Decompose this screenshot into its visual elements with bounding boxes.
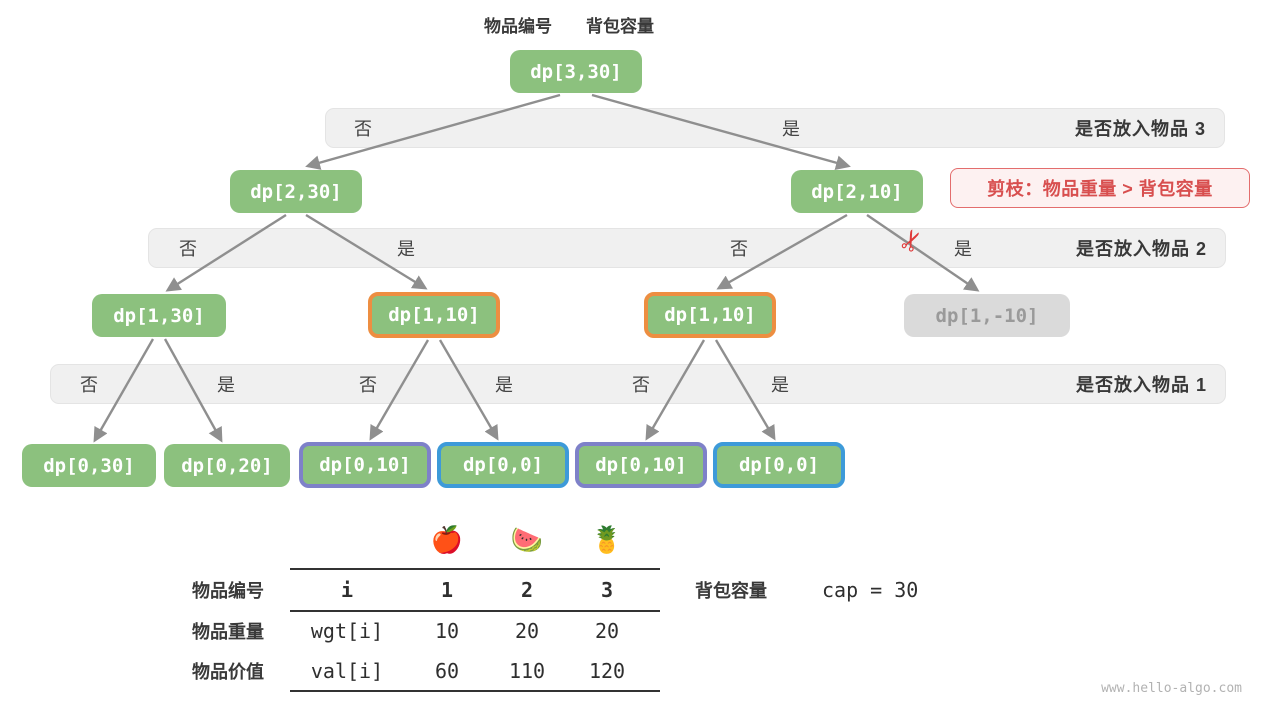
- decision-bar-item-1: 否 是 否 是 否 是 是否放入物品 1: [50, 364, 1226, 404]
- table-rule: [290, 568, 660, 570]
- option-no: 否: [359, 375, 377, 395]
- node-dp-0-20: dp[0,20]: [164, 444, 290, 487]
- node-dp-1-30: dp[1,30]: [92, 294, 226, 337]
- table-cell: 3: [600, 578, 614, 602]
- item-number-label: 物品编号: [484, 17, 552, 36]
- knapsack-capacity-value: cap = 30: [822, 578, 919, 602]
- option-yes: 是: [954, 239, 972, 259]
- node-dp-2-10: dp[2,10]: [791, 170, 923, 213]
- prune-note: 剪枝：物品重量 > 背包容量: [950, 168, 1250, 208]
- table-cell: wgt[i]: [310, 619, 384, 643]
- table-row-label: 物品编号: [192, 581, 264, 601]
- table-cell: val[i]: [310, 659, 384, 683]
- table-cell: 20: [594, 619, 620, 643]
- decision-bar-item-3: 否 是 是否放入物品 3: [325, 108, 1225, 148]
- table-row-label: 物品价值: [192, 662, 264, 682]
- node-dp-0-10-duplicate: dp[0,10]: [299, 442, 431, 488]
- node-dp-0-0-duplicate: dp[0,0]: [713, 442, 845, 488]
- decision-bar-title: 是否放入物品 2: [1075, 239, 1207, 259]
- pineapple-icon: 🍍: [590, 524, 624, 555]
- node-dp-1-10-duplicate: dp[1,10]: [644, 292, 776, 338]
- node-dp-3-30: dp[3,30]: [510, 50, 642, 93]
- option-no: 否: [730, 239, 748, 259]
- table-row-label: 物品重量: [192, 622, 264, 642]
- watermelon-icon: 🍉: [510, 524, 544, 555]
- node-dp-0-10-duplicate: dp[0,10]: [575, 442, 707, 488]
- table-rule: [290, 690, 660, 692]
- option-yes: 是: [397, 239, 415, 259]
- option-no: 否: [80, 375, 98, 395]
- decision-bar-title: 是否放入物品 1: [1075, 375, 1207, 395]
- table-cell: 110: [508, 659, 546, 683]
- table-cell: i: [340, 578, 354, 602]
- option-yes: 是: [782, 119, 800, 139]
- knapsack-capacity-label: 背包容量: [695, 581, 767, 601]
- node-dp-0-30: dp[0,30]: [22, 444, 156, 487]
- option-no: 否: [179, 239, 197, 259]
- table-cell: 2: [520, 578, 534, 602]
- option-yes: 是: [217, 375, 235, 395]
- table-cell: 120: [588, 659, 626, 683]
- option-yes: 是: [495, 375, 513, 395]
- option-no: 否: [632, 375, 650, 395]
- apple-icon: 🍎: [430, 524, 464, 555]
- option-yes: 是: [771, 375, 789, 395]
- node-dp-1-neg10-pruned: dp[1,-10]: [904, 294, 1070, 337]
- node-dp-0-0-duplicate: dp[0,0]: [437, 442, 569, 488]
- table-cell: 10: [434, 619, 460, 643]
- watermark: www.hello-algo.com: [1101, 681, 1242, 696]
- decision-bar-title: 是否放入物品 3: [1074, 119, 1206, 139]
- table-cell: 20: [514, 619, 540, 643]
- option-no: 否: [354, 119, 372, 139]
- node-dp-2-30: dp[2,30]: [230, 170, 362, 213]
- table-cell: 60: [434, 659, 460, 683]
- table-rule: [290, 610, 660, 612]
- node-dp-1-10-duplicate: dp[1,10]: [368, 292, 500, 338]
- capacity-label: 背包容量: [586, 17, 654, 36]
- table-cell: 1: [440, 578, 454, 602]
- decision-bar-item-2: 否 是 否 是 是否放入物品 2: [148, 228, 1226, 268]
